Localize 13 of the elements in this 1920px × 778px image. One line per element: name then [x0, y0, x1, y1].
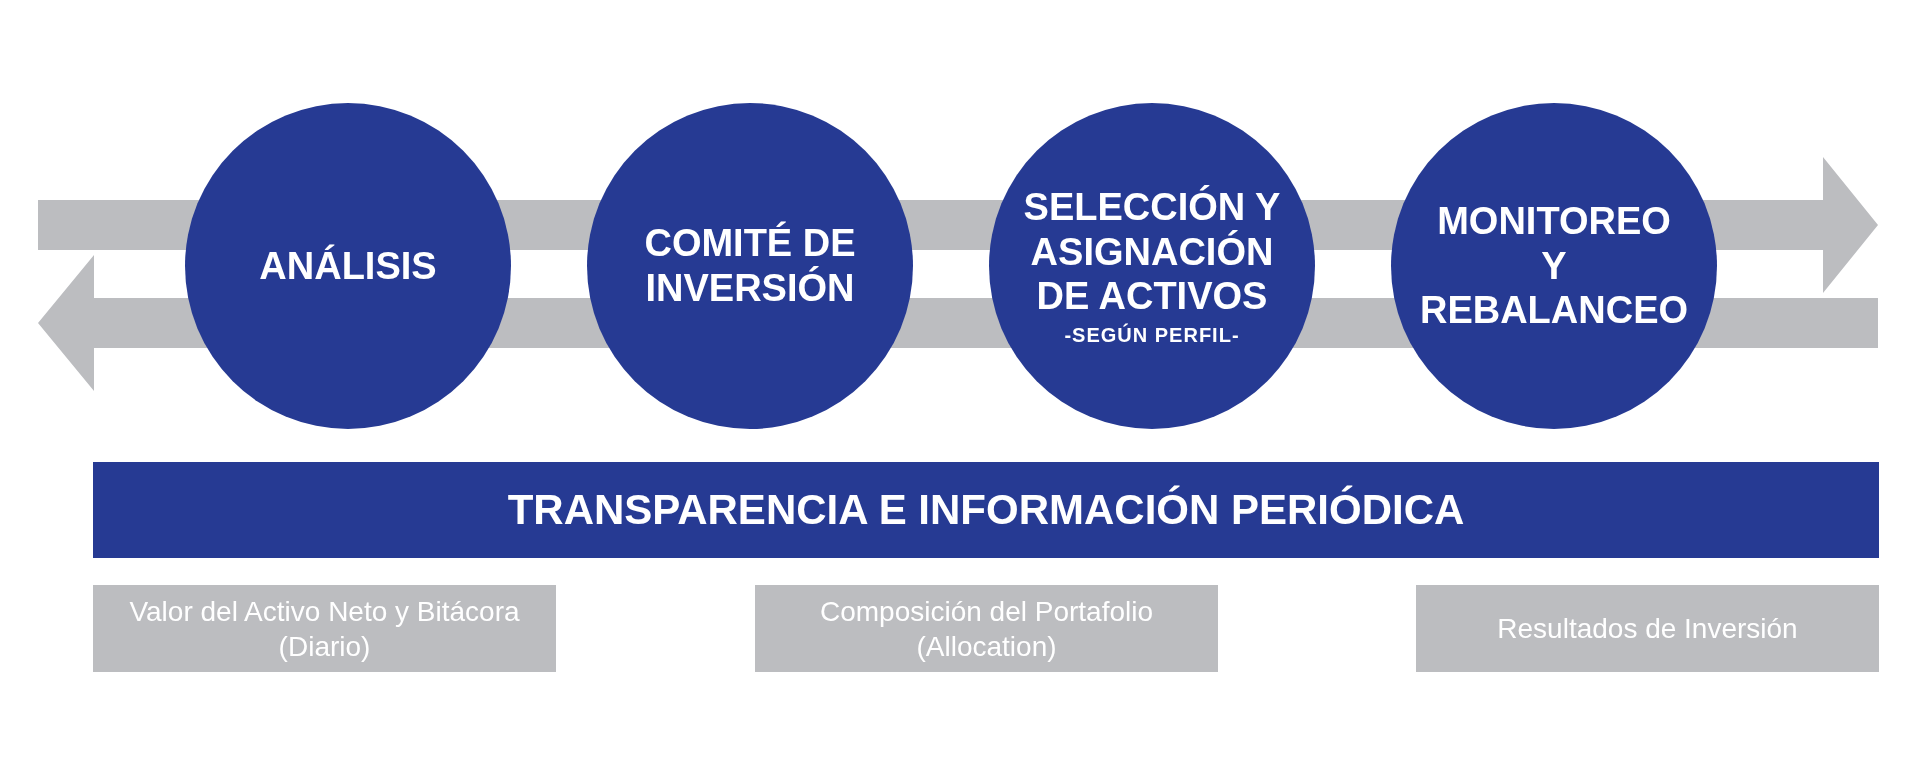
info-box [755, 585, 1218, 672]
step-label: ANÁLISIS [259, 243, 437, 289]
banner-bar [93, 462, 1879, 558]
step-label: COMITÉ DE INVERSIÓN [643, 221, 857, 311]
info-text: Valor del Activo Neto y Bitácora (Diario) [128, 594, 521, 664]
info-box [1416, 585, 1879, 672]
info-text: Resultados de Inversión [1497, 612, 1798, 646]
info-box [93, 585, 556, 672]
step-label: MONITOREO Y REBALANCEO [1419, 198, 1689, 334]
step-subtitle: -SEGÚN PERFIL- [1064, 323, 1240, 348]
banner-text: TRANSPARENCIA E INFORMACIÓN PERIÓDICA [507, 485, 1465, 535]
info-text: Composición del Portafolio (Allocation) [818, 594, 1155, 664]
step-label: SELECCIÓN Y ASIGNACIÓN DE ACTIVOS [1022, 184, 1282, 320]
